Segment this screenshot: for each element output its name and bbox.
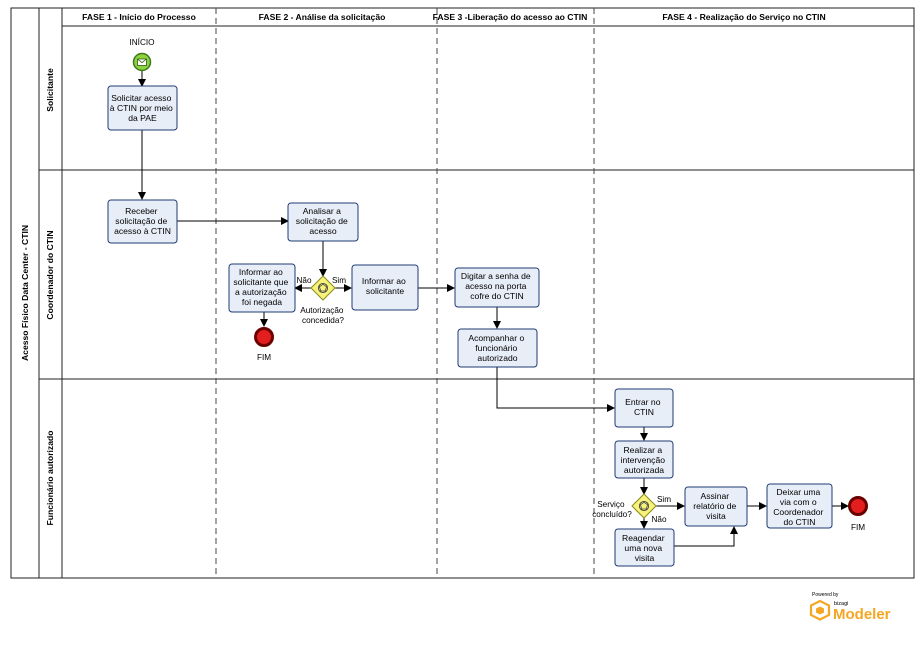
gateway-servico-yes-label: Sim bbox=[657, 495, 671, 504]
task-deixar-via[interactable]: Deixar uma via com o Coordenador do CTIN bbox=[766, 483, 833, 529]
svg-text:Digitar a senha de acess: Digitar a senha de acesso na porta cofre… bbox=[461, 271, 533, 301]
task-realizar-intervencao[interactable]: Realizar a intervenção autorizada bbox=[614, 440, 674, 479]
svg-text:Entrar no CTIN: Entrar no CTIN bbox=[625, 397, 663, 417]
phase-title-3: FASE 3 -Liberação do acesso ao CTIN bbox=[433, 12, 588, 22]
end-label-2: FIM bbox=[851, 523, 865, 532]
gateway-servico[interactable] bbox=[631, 493, 657, 519]
powered-by-text: Powered by bbox=[812, 592, 839, 598]
svg-text:Receber solicitação de: Receber solicitação de acesso à CTIN bbox=[114, 206, 171, 236]
lane-label-solicitante: Solicitante bbox=[45, 68, 55, 112]
svg-text:Assinar relatório de: Assinar relatório de visita bbox=[693, 491, 738, 521]
message-icon-flap bbox=[137, 58, 147, 64]
gateway-servico-no-label: Não bbox=[651, 515, 666, 524]
task-acompanhar-funcionario[interactable]: Acompanhar o funcionário autorizado bbox=[457, 328, 538, 368]
gateway-autorizacao-no-label: Não bbox=[296, 276, 311, 285]
flow-reagendar-to-assinar bbox=[674, 526, 738, 547]
phase-title-1: FASE 1 - Início do Processo bbox=[82, 12, 196, 22]
task-informar-solicitante[interactable]: Informar ao solicitante bbox=[351, 264, 419, 311]
phase-title-2: FASE 2 - Análise da solicitação bbox=[259, 12, 386, 22]
task-digitar-senha[interactable]: Digitar a senha de acesso na porta cofre… bbox=[454, 267, 540, 308]
svg-text:Informar ao solicitante: Informar ao solicitante bbox=[362, 276, 408, 296]
gateway-autorizacao-label: Autorização concedida? bbox=[300, 306, 346, 325]
task-entrar-ctin[interactable]: Entrar no CTIN bbox=[614, 388, 674, 428]
task-solicitar-acesso[interactable]: Solicitar acesso à CTIN por meio da PAE bbox=[107, 85, 178, 131]
sequence-flows bbox=[138, 71, 849, 547]
bizagi-logo-icon bbox=[809, 599, 831, 621]
end-event-1[interactable] bbox=[254, 327, 274, 347]
pool-title: Acesso Físico Data Center - CTIN bbox=[20, 225, 30, 361]
svg-text:Acompanhar o funcionário: Acompanhar o funcionário autorizado bbox=[468, 333, 526, 363]
svg-text:Reagendar uma nova: Reagendar uma nova visita bbox=[622, 533, 667, 563]
end-event-2[interactable] bbox=[848, 496, 868, 516]
svg-text:Informar ao solicitante: Informar ao solicitante que a autorizaçã… bbox=[233, 267, 290, 307]
task-informar-negada[interactable]: Informar ao solicitante que a autorizaçã… bbox=[228, 263, 296, 313]
task-reagendar-visita[interactable]: Reagendar uma nova visita bbox=[614, 528, 675, 567]
start-label: INÍCIO bbox=[129, 37, 154, 47]
bizagi-branding: Powered by bizagi Modeler bbox=[809, 592, 891, 623]
task-receber-solicitacao[interactable]: Receber solicitação de acesso à CTIN bbox=[107, 199, 178, 244]
phase-title-4: FASE 4 - Realização do Serviço no CTIN bbox=[662, 12, 825, 22]
task-assinar-relatorio[interactable]: Assinar relatório de visita bbox=[684, 486, 748, 527]
pool-frame bbox=[10, 7, 915, 579]
svg-text:Deixar uma via com o: Deixar uma via com o Coordenador do CTIN bbox=[773, 487, 826, 527]
flow-acompanhar-to-entrar bbox=[496, 366, 615, 412]
lane-label-funcionario: Funcionário autorizado bbox=[45, 430, 55, 525]
modeler-logotype: Modeler bbox=[833, 606, 891, 623]
gateway-autorizacao[interactable] bbox=[310, 275, 336, 301]
svg-text:Solicitar acesso à CTIN: Solicitar acesso à CTIN por meio da PAE bbox=[110, 93, 175, 123]
svg-text:Analisar a solicitação d: Analisar a solicitação de acesso bbox=[296, 206, 350, 236]
bizagi-small-text: bizagi bbox=[834, 601, 848, 607]
end-label-1: FIM bbox=[257, 353, 271, 362]
svg-text:Realizar a intervenção: Realizar a intervenção autorizada bbox=[621, 445, 668, 475]
lane-label-coordenador: Coordenador do CTIN bbox=[45, 230, 55, 319]
start-event[interactable] bbox=[132, 52, 152, 72]
gateway-autorizacao-yes-label: Sim bbox=[332, 276, 346, 285]
task-analisar-solicitacao[interactable]: Analisar a solicitação de acesso bbox=[287, 202, 359, 242]
gateway-servico-label: Serviço concluído? bbox=[592, 500, 632, 519]
